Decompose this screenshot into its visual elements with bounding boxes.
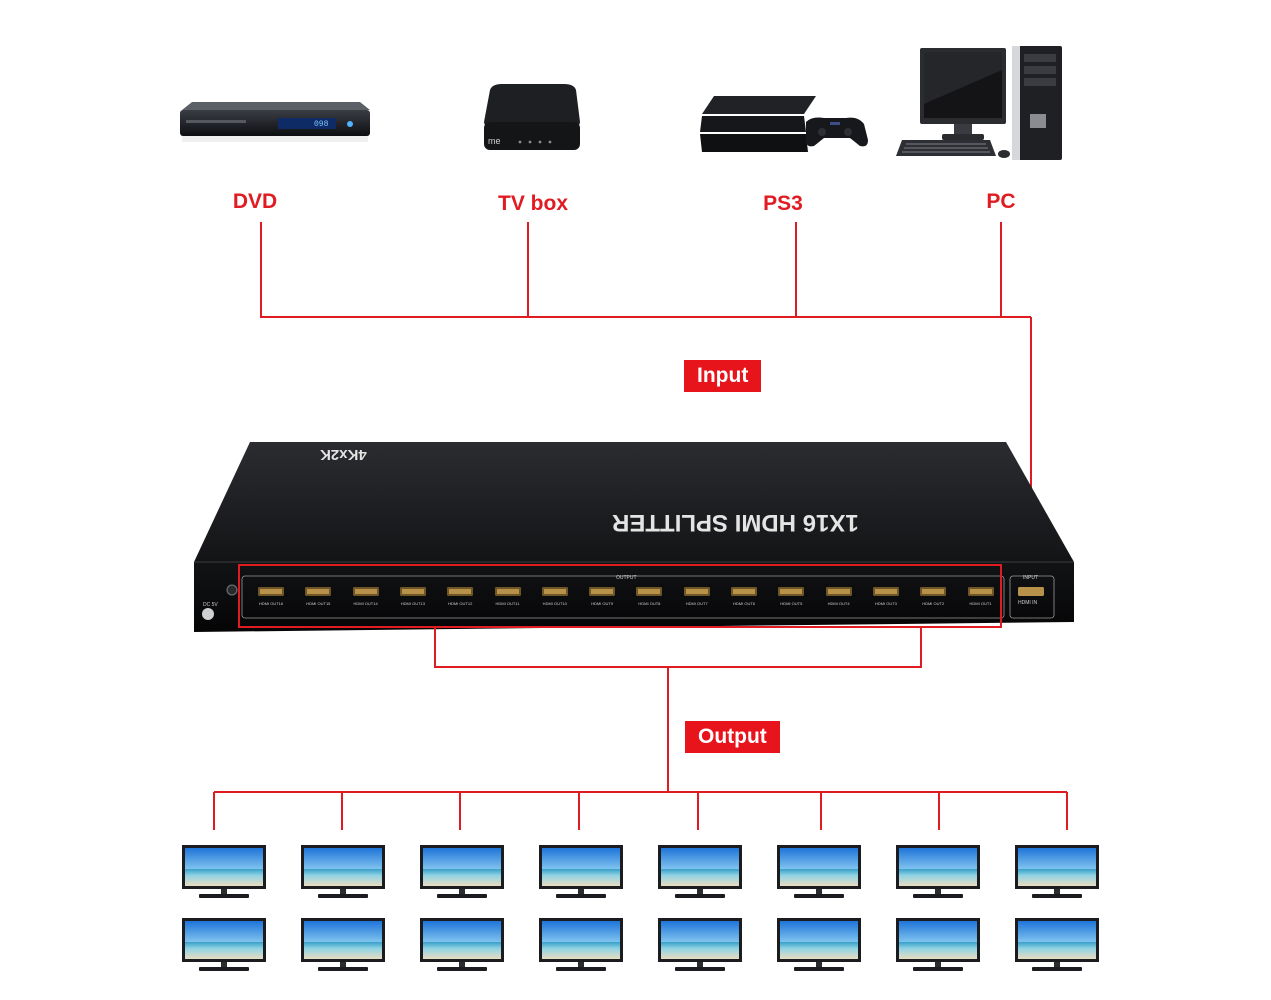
- tv-monitor-icon: [896, 918, 980, 971]
- source-label-dvd: DVD: [232, 190, 278, 213]
- tv-monitor-icon: [182, 845, 266, 898]
- game-console-icon: [700, 96, 868, 152]
- hdmi-output-port: [258, 587, 284, 596]
- tv-monitor-icon: [777, 845, 861, 898]
- device-resolution: 4Kx2K: [320, 446, 367, 463]
- hdmi-output-port: [589, 587, 616, 596]
- hdmi-output-port: [541, 587, 568, 596]
- hdmi-output-port: [305, 587, 332, 596]
- source-label-pc: PC: [986, 190, 1016, 213]
- hdmi-output-port: [825, 587, 852, 596]
- hdmi-output-port: [683, 587, 710, 596]
- tv-monitor-icon: [182, 918, 266, 971]
- hdmi-output-port: [778, 587, 805, 596]
- hdmi-output-port-label: HDMI OUT12: [448, 601, 473, 606]
- dvd-display-text: 098: [314, 120, 329, 129]
- source-pc: [892, 44, 1064, 173]
- hdmi-splitter-device: [194, 442, 1074, 632]
- tv-monitor-icon: [420, 845, 504, 898]
- hdmi-output-port-label: HDMI OUT15: [306, 601, 331, 606]
- dvd-player-icon: [180, 102, 370, 142]
- hdmi-output-port-label: HDMI OUT16: [258, 601, 284, 606]
- hdmi-output-port-label: HDMI OUT8: [638, 601, 661, 606]
- tv-monitor-icon: [1015, 918, 1099, 971]
- hdmi-output-port: [636, 587, 663, 596]
- tv-monitor-icon: [301, 845, 385, 898]
- hdmi-output-port: [920, 587, 947, 596]
- input-tag: Input: [684, 360, 762, 392]
- hdmi-output-port-label: HDMI OUT13: [400, 601, 426, 606]
- source-label-tvbox: TV box: [497, 192, 569, 215]
- hdmi-output-port-label: HDMI OUT6: [733, 601, 755, 606]
- hdmi-output-port: [352, 587, 379, 596]
- tv-monitor-icon: [301, 918, 385, 971]
- hdmi-output-port-label: HDMI OUT5: [780, 601, 803, 606]
- hdmi-output-port-label: HDMI OUT10: [542, 601, 567, 606]
- hdmi-output-port: [447, 587, 474, 596]
- input-port-label: HDMI IN: [1018, 600, 1038, 606]
- hdmi-in-port: [1018, 587, 1044, 596]
- tv-monitor-icon: [658, 845, 742, 898]
- device-title: 1X16 HDMI SPLITTER: [612, 509, 859, 536]
- tv-monitor-icon: [1015, 845, 1099, 898]
- hdmi-output-port-label: HDMI OUT7: [685, 601, 708, 606]
- tv-monitor-icon: [420, 918, 504, 971]
- source-dvd: 098: [178, 96, 372, 161]
- hdmi-output-port-label: HDMI OUT14: [353, 601, 378, 606]
- desktop-computer-icon: [896, 46, 1062, 160]
- hdmi-output-port: [967, 587, 994, 596]
- power-label: DC 5V: [203, 602, 218, 608]
- source-tvbox: me: [480, 82, 584, 159]
- tv-monitor-icon: [658, 918, 742, 971]
- tv-monitor-icon: [539, 918, 623, 971]
- hdmi-output-port-label: HDMI OUT4: [827, 601, 850, 606]
- output-tag: Output: [685, 721, 780, 753]
- hdmi-output-port: [494, 587, 521, 596]
- hdmi-output-port-label: HDMI OUT3: [874, 601, 897, 606]
- hdmi-output-port: [399, 587, 426, 596]
- hdmi-output-port-label: HDMI OUT9: [591, 601, 614, 606]
- hdmi-output-port-label: HDMI OUT1: [969, 601, 992, 606]
- hdmi-output-port: [872, 587, 899, 596]
- source-label-ps3: PS3: [763, 192, 803, 215]
- tv-monitor-icon: [777, 918, 861, 971]
- svg-text:me: me: [488, 136, 501, 146]
- source-ps3: [696, 92, 872, 161]
- hdmi-output-port: [731, 587, 757, 596]
- output-group-label: OUTPUT: [616, 575, 637, 581]
- input-group-label: INPUT: [1023, 575, 1038, 581]
- tv-box-icon: me: [484, 84, 580, 150]
- hdmi-output-port-label: HDMI OUT2: [922, 601, 945, 606]
- tv-monitor-icon: [896, 845, 980, 898]
- tv-monitor-icon: [539, 845, 623, 898]
- hdmi-output-port-label: HDMI OUT11: [495, 601, 520, 606]
